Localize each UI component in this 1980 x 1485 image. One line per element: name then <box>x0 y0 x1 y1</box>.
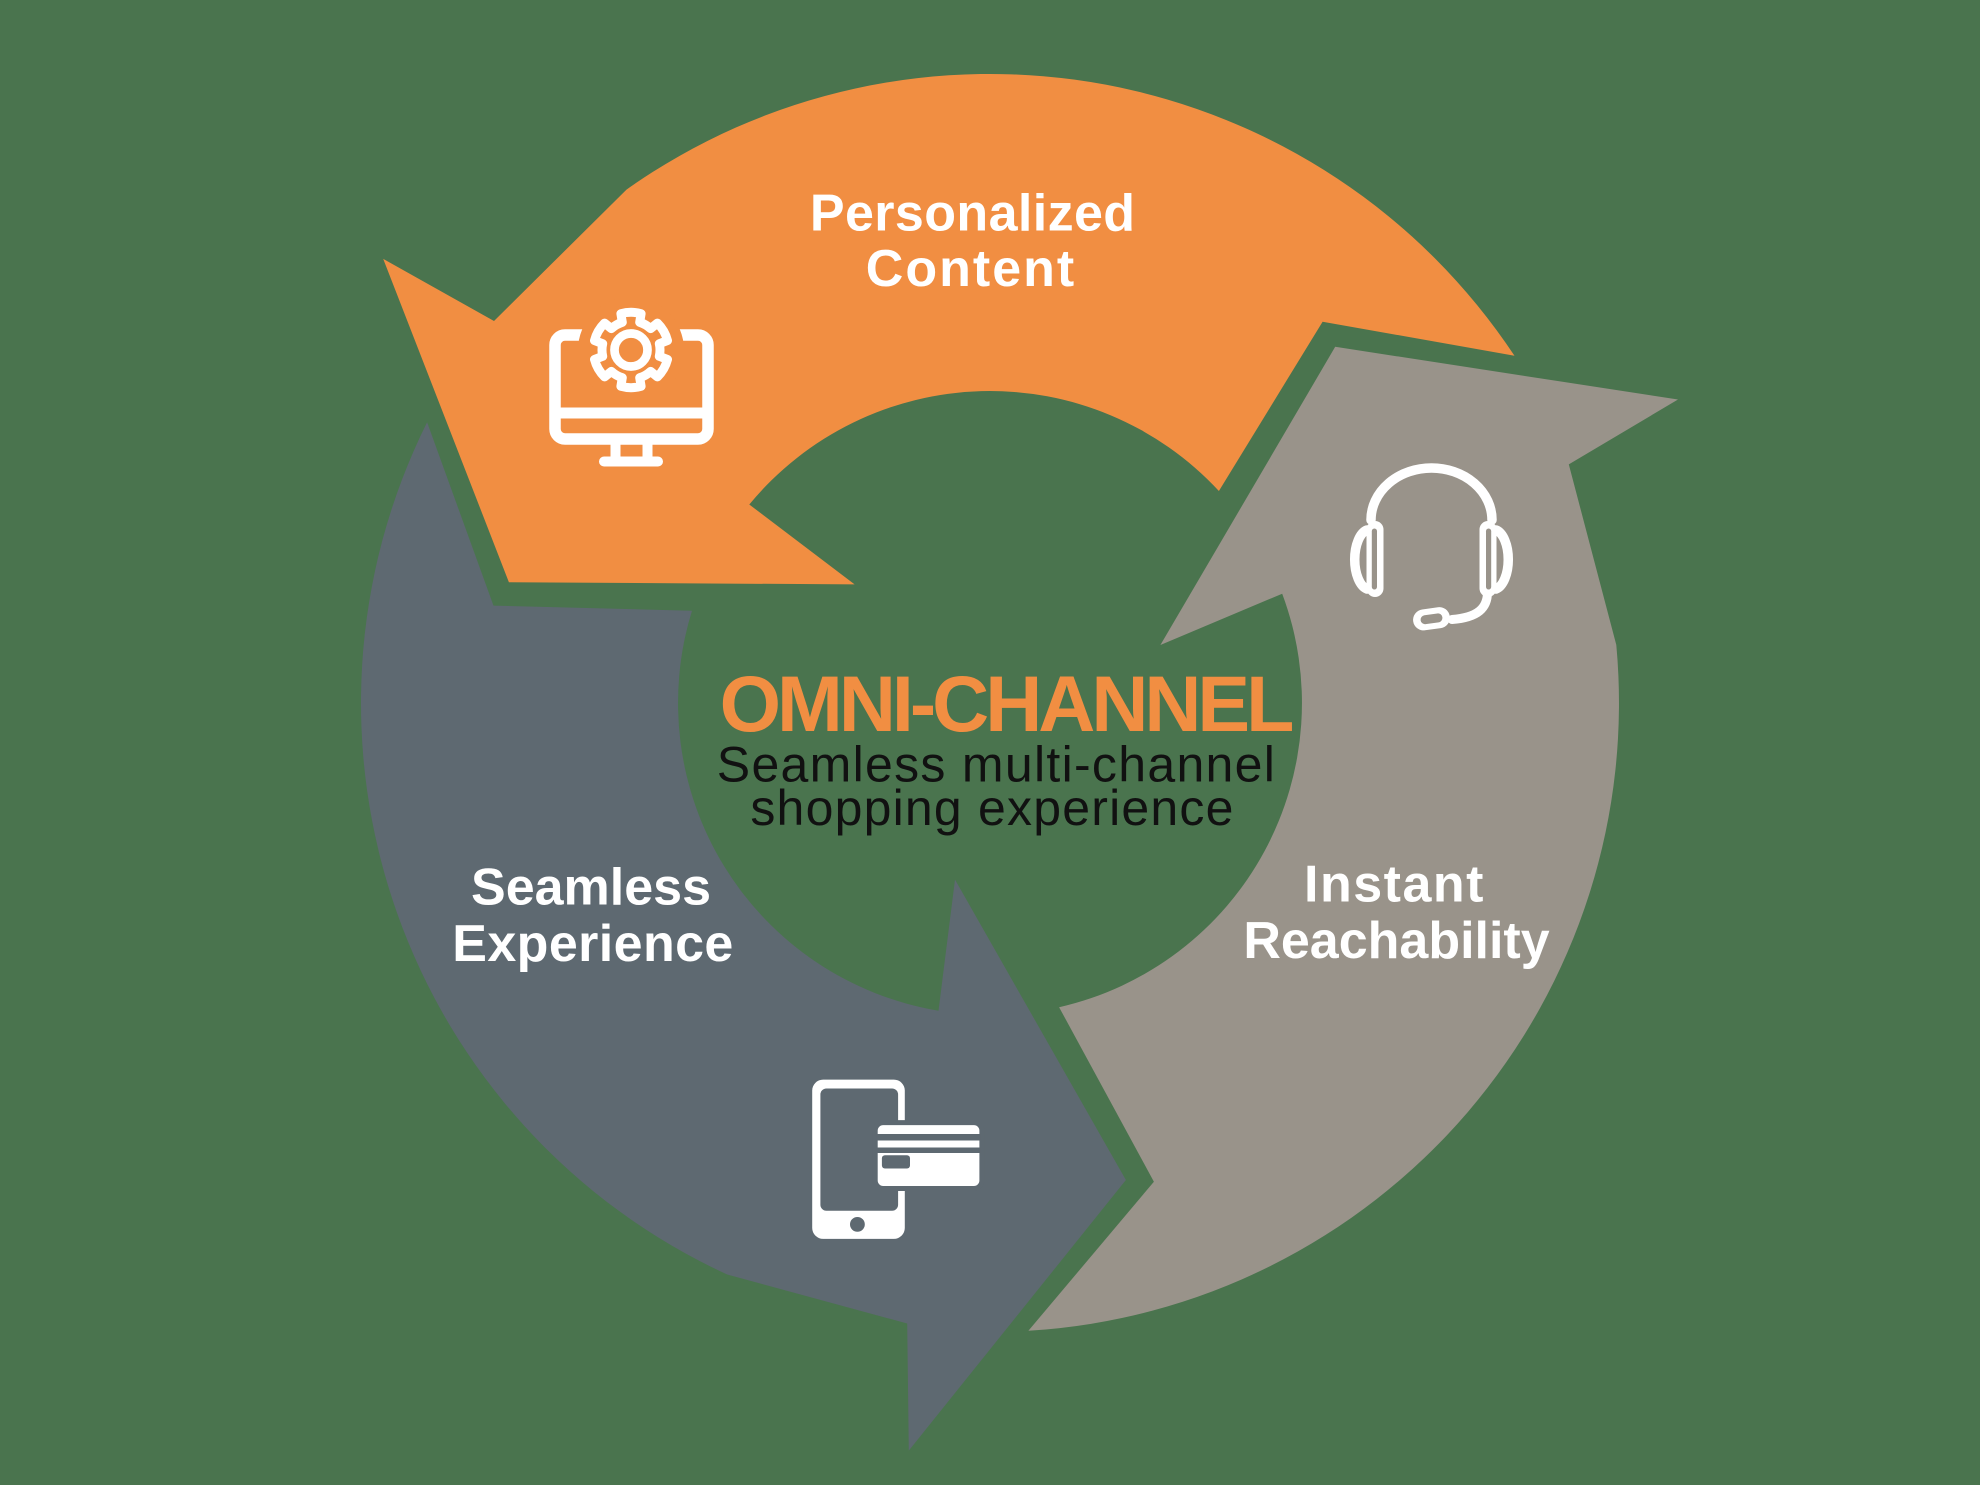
svg-text:Reachability: Reachability <box>1243 912 1549 970</box>
svg-text:Experience: Experience <box>452 915 734 973</box>
svg-text:OMNI-CHANNEL: OMNI-CHANNEL <box>720 659 1293 748</box>
svg-text:Seamless: Seamless <box>471 858 711 916</box>
svg-text:Personalized: Personalized <box>810 184 1136 242</box>
svg-text:shopping experience: shopping experience <box>750 780 1234 836</box>
svg-text:Content: Content <box>866 240 1076 298</box>
svg-text:Instant: Instant <box>1304 856 1485 914</box>
svg-text:Seamless multi-channel: Seamless multi-channel <box>717 737 1276 793</box>
